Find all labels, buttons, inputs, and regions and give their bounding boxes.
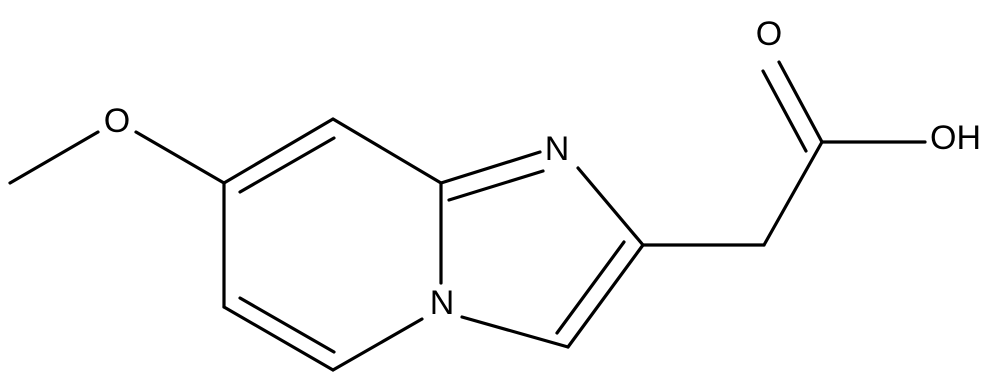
bond-ch2-cooh <box>762 140 824 247</box>
bond-c2-c3-inner <box>555 240 626 335</box>
bond-c-o-double-b <box>761 69 808 153</box>
bond-c6-c5 <box>222 305 335 372</box>
bond-c7-c8-inner <box>238 136 336 194</box>
bond-c5-n4 <box>331 317 424 372</box>
methoxy-oxygen-label: O <box>104 102 130 140</box>
bond-c8-c8a <box>331 117 443 185</box>
bond-c8a-n1 <box>439 150 542 185</box>
bond-o-c7 <box>134 130 226 185</box>
atom-labels: O OH O N N <box>104 15 981 322</box>
imidazole-nitrogen-label: N <box>545 130 570 168</box>
bond-c-o-double-a <box>777 60 824 144</box>
bond-c3-n4 <box>460 315 570 349</box>
hydroxyl-label: OH <box>930 119 981 157</box>
bridgehead-nitrogen-label: N <box>430 284 455 322</box>
bond-c6-c5-inner <box>238 296 336 354</box>
bond-c2-c3 <box>566 243 645 349</box>
carbonyl-oxygen-label: O <box>756 15 782 53</box>
bonds <box>8 60 927 372</box>
bond-c8a-n1-inner <box>447 169 545 202</box>
bond-c7-c8 <box>222 117 335 185</box>
bond-n1-c2 <box>576 166 645 247</box>
bond-ch3-o <box>8 130 100 185</box>
